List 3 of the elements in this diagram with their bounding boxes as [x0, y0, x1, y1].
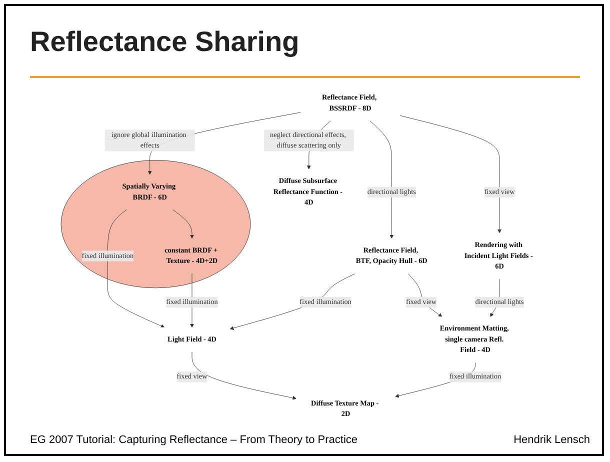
footer-text: EG 2007 Tutorial: Capturing Reflectance – From Theory to Practice — [30, 434, 358, 446]
footer-text: Hendrik Lensch — [514, 434, 590, 446]
slide-title: Reflectance Sharing — [30, 26, 300, 58]
